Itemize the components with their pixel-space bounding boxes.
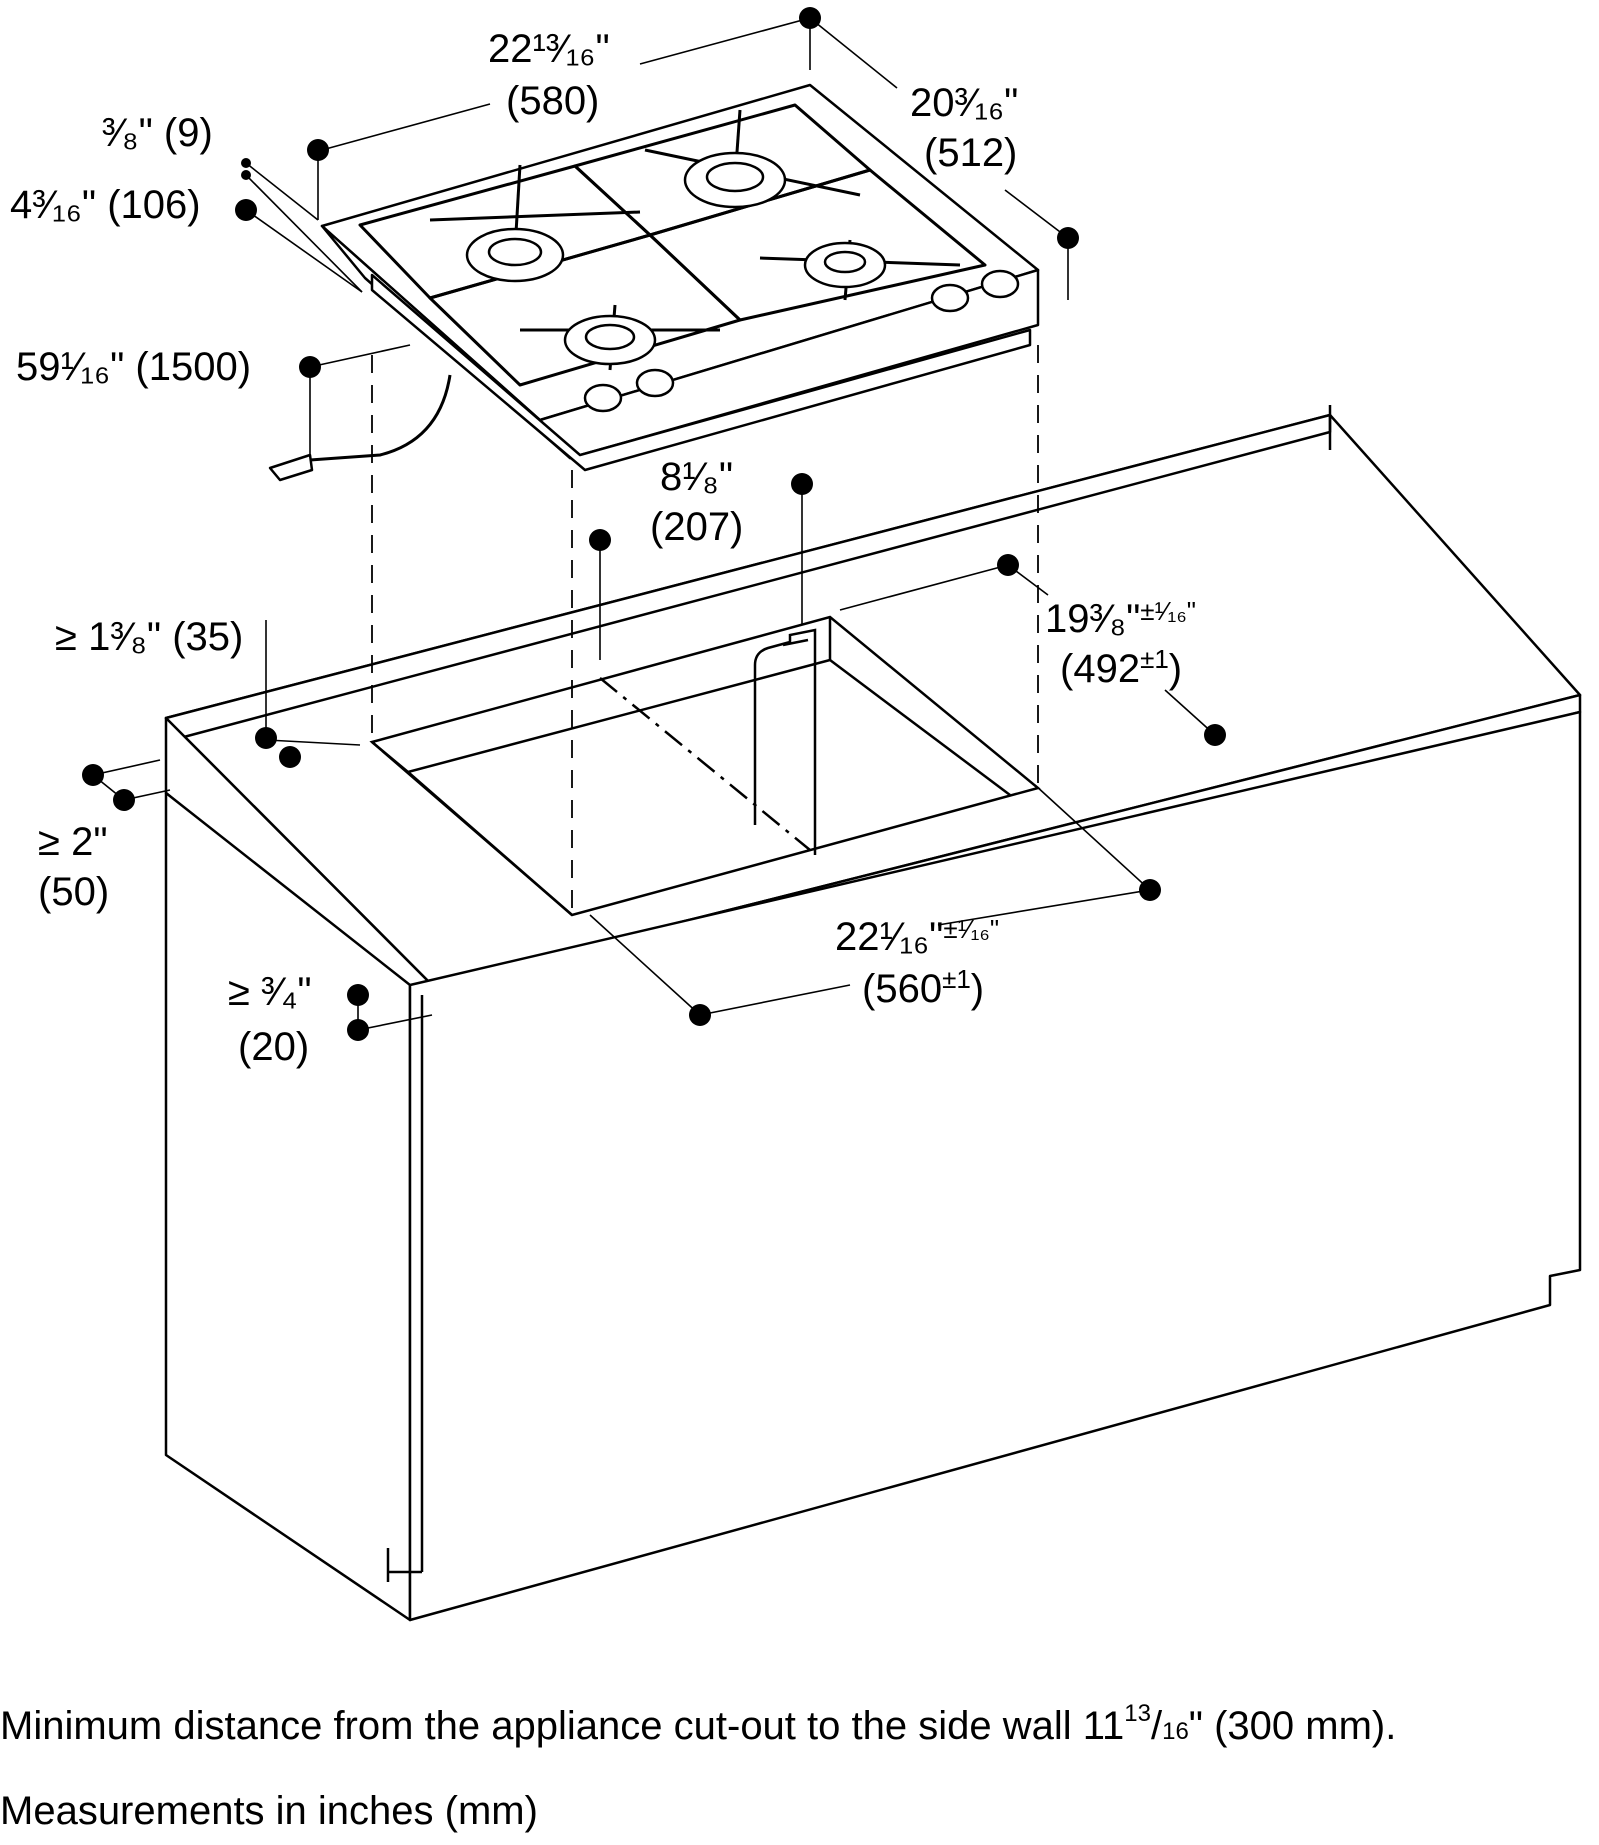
- cabinet: [164, 405, 1582, 1622]
- dimension-dots: [82, 7, 1226, 1041]
- dot-gas-2: [589, 529, 611, 551]
- plug-icon: [268, 453, 314, 482]
- side-wall-note-denominator: 16: [1162, 1718, 1189, 1745]
- label-cooktop-depth-mm: (512): [924, 131, 1017, 175]
- power-cord: [309, 374, 452, 462]
- dot-wall-1: [255, 727, 277, 749]
- label-top-thickness: ³⁄₈" (9): [102, 111, 213, 155]
- cutout-opening: [369, 615, 1041, 917]
- label-gas-offset-mm: (207): [650, 505, 743, 549]
- units-note: Measurements in inches (mm): [0, 1789, 538, 1833]
- dot-counter-2: [347, 1019, 369, 1041]
- cooktop: [268, 83, 1040, 482]
- label-front-clearance: ≥ 2": [38, 820, 108, 864]
- label-cutout-width-mm: (560±1): [862, 964, 984, 1011]
- grates: [358, 103, 987, 387]
- label-front-clearance-mm: (50): [38, 870, 109, 914]
- projection-lines: [371, 345, 1039, 915]
- dot-width-right: [799, 7, 821, 29]
- side-wall-note-suffix: " (300 mm).: [1188, 1704, 1397, 1748]
- knob-2: [635, 368, 675, 398]
- dot-depth: [1057, 227, 1079, 249]
- dot-front-2: [113, 789, 135, 811]
- dot-cutout-width-2: [689, 1004, 711, 1026]
- label-wall-clearance: ≥ 1³⁄₈" (35): [55, 615, 243, 659]
- dot-thickness-2: [241, 170, 251, 180]
- dot-cutout-depth-1: [997, 554, 1019, 576]
- label-cooktop-width-mm: (580): [506, 79, 599, 123]
- side-wall-note-slash: /: [1150, 1704, 1163, 1748]
- label-counter-thickness-mm: (20): [238, 1025, 309, 1069]
- dot-wall-2: [279, 746, 301, 768]
- knob-4: [980, 269, 1020, 299]
- side-wall-note: Minimum distance from the appliance cut-…: [0, 1690, 1396, 1756]
- dot-counter-1: [347, 984, 369, 1006]
- side-wall-note-text: Minimum distance from the appliance cut-…: [0, 1704, 1125, 1748]
- label-cutout-depth: 19³⁄₈"±¹⁄₁₆": [1045, 596, 1196, 641]
- label-cooktop-depth: 20³⁄₁₆": [910, 81, 1018, 125]
- dot-cutout-width-1: [1139, 879, 1161, 901]
- dot-cutout-depth-2: [1204, 724, 1226, 746]
- dimension-labels: 22¹³⁄₁₆" (580) 20³⁄₁₆" (512) ³⁄₈" (9) 4³…: [10, 27, 1196, 1069]
- label-gas-offset: 8¹⁄₈": [660, 455, 733, 499]
- dot-width-left: [307, 139, 329, 161]
- label-cooktop-width: 22¹³⁄₁₆": [488, 27, 610, 71]
- knob-3: [930, 283, 970, 313]
- label-body-height: 4³⁄₁₆" (106): [10, 183, 201, 227]
- knobs: [583, 269, 1020, 413]
- knob-1: [583, 383, 623, 413]
- side-wall-note-numerator: 13: [1124, 1700, 1151, 1727]
- dot-gas-1: [791, 473, 813, 495]
- dimension-lines: [92, 17, 1216, 1031]
- cooktop-body: [370, 273, 1032, 472]
- dot-thickness-1: [241, 158, 251, 168]
- label-cutout-depth-mm: (492±1): [1060, 644, 1182, 691]
- label-counter-thickness: ≥ ³⁄₄": [228, 970, 312, 1014]
- dot-height: [235, 199, 257, 221]
- installation-diagram: 22¹³⁄₁₆" (580) 20³⁄₁₆" (512) ³⁄₈" (9) 4³…: [10, 7, 1582, 1622]
- burners: [465, 151, 887, 366]
- cabinet-front: [408, 710, 1582, 1622]
- label-cutout-width: 22¹⁄₁₆"±¹⁄₁₆": [835, 914, 999, 959]
- label-cord-length: 59¹⁄₁₆" (1500): [16, 345, 251, 389]
- dot-cord: [299, 356, 321, 378]
- dot-front-1: [82, 764, 104, 786]
